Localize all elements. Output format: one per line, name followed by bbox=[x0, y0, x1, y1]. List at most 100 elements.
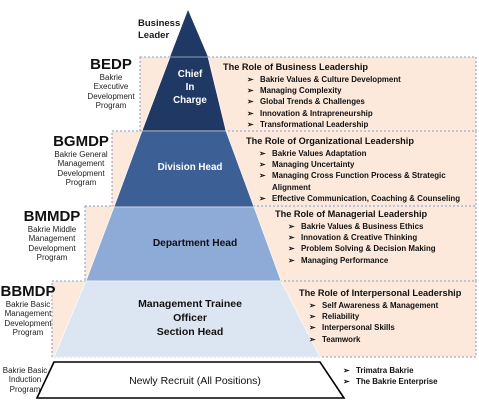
position-line: In bbox=[185, 82, 195, 93]
arrow-bullet-icon: ➢ bbox=[259, 160, 266, 170]
tier-apex bbox=[170, 10, 208, 57]
position-line: Newly Recruit (All Positions) bbox=[129, 375, 261, 387]
role-bgmdp: The Role of Organizational Leadership ➢B… bbox=[246, 136, 460, 204]
bullet-item: ➢Managing Performance bbox=[288, 255, 389, 265]
arrow-bullet-icon: ➢ bbox=[309, 323, 316, 333]
role-title-bmmdp: The Role of Managerial Leadership bbox=[275, 209, 428, 219]
apex-label-line-1: Business bbox=[138, 18, 181, 29]
position-line: Department Head bbox=[152, 238, 238, 249]
apex-label: Business Leader bbox=[138, 18, 190, 42]
position-induction: Newly Recruit (All Positions) bbox=[60, 375, 330, 388]
position-line: Section Head bbox=[156, 326, 224, 338]
desc-line: Development bbox=[87, 91, 135, 101]
bullet-item: ➢ Managing Cross Function Process & Strat… bbox=[259, 170, 460, 192]
role-title-bgmdp: The Role of Organizational Leadership bbox=[246, 136, 414, 146]
program-code-bedp: BEDP bbox=[90, 56, 132, 73]
arrow-bullet-icon: ➢ bbox=[309, 312, 316, 322]
program-desc-bedp: Bakrie Executive Development Program bbox=[78, 73, 144, 111]
desc-line: Bakrie Basic bbox=[5, 300, 51, 309]
bullet-item: ➢The Bakrie Enterprise bbox=[343, 377, 438, 387]
role-bedp: The Role of Business Leadership ➢Bakrie … bbox=[223, 62, 401, 130]
desc-line: Program bbox=[12, 328, 44, 338]
bullet-item: ➢Managing Uncertainty bbox=[259, 160, 355, 170]
role-bmmdp: The Role of Managerial Leadership ➢Bakri… bbox=[275, 209, 436, 266]
bullet-item: ➢Reliability bbox=[309, 312, 360, 322]
position-line: Charge bbox=[173, 95, 207, 106]
role-induction: ➢Trimatra Bakrie ➢The Bakrie Enterprise bbox=[343, 365, 438, 387]
arrow-bullet-icon: ➢ bbox=[343, 366, 350, 375]
program-desc-bbmdp: Bakrie Basic Management Development Prog… bbox=[0, 300, 58, 338]
tier-induction bbox=[35, 361, 346, 399]
desc-line: Development bbox=[4, 318, 52, 328]
bullet-item: ➢Bakrie Values Adaptation bbox=[259, 149, 367, 158]
desc-line: Bakrie Basic bbox=[2, 366, 48, 375]
bullet-line: Managing Cross Function Process & Strate… bbox=[272, 171, 446, 181]
position-line: Officer bbox=[173, 312, 207, 324]
arrow-bullet-icon: ➢ bbox=[288, 244, 295, 254]
desc-line: Induction bbox=[8, 375, 42, 385]
bullet-item: ➢Effective Communication, Coaching & Cou… bbox=[259, 193, 461, 203]
bullet-item: ➢Managing Complexity bbox=[247, 86, 342, 96]
program-code-bmmdp: BMMDP bbox=[23, 208, 81, 225]
desc-line: Development bbox=[28, 243, 76, 253]
bullet-item: ➢Innovation & Intrapreneurship bbox=[247, 108, 373, 118]
tier-bbmdp bbox=[53, 280, 321, 358]
program-desc-bgmdp: Bakrie General Management Development Pr… bbox=[46, 150, 116, 188]
desc-line: Management bbox=[57, 159, 105, 169]
arrow-bullet-icon: ➢ bbox=[259, 171, 266, 181]
program-desc-bmmdp: Bakrie Middle Management Development Pro… bbox=[16, 225, 88, 263]
arrow-bullet-icon: ➢ bbox=[309, 301, 316, 310]
arrow-bullet-icon: ➢ bbox=[309, 334, 316, 344]
desc-line: Bakrie General bbox=[54, 150, 108, 159]
desc-line: Executive bbox=[93, 82, 129, 92]
program-bedp: BEDP Bakrie Executive Development Progra… bbox=[78, 57, 144, 111]
arrow-bullet-icon: ➢ bbox=[247, 75, 254, 84]
role-bbmdp: The Role of Interpersonal Leadership ➢Se… bbox=[299, 288, 461, 345]
program-bgmdp: BGMDP Bakrie General Management Developm… bbox=[46, 134, 116, 188]
program-bbmdp: BBMDP Bakrie Basic Management Developmen… bbox=[0, 284, 58, 338]
program-desc-induction: Bakrie Basic Induction Program bbox=[0, 366, 50, 394]
bullet-item: ➢Global Trends & Challenges bbox=[247, 97, 365, 107]
program-code-bgmdp: BGMDP bbox=[53, 133, 109, 150]
desc-line: Management bbox=[4, 309, 52, 319]
desc-line: Program bbox=[95, 101, 127, 111]
bullet-item: ➢Teamwork bbox=[309, 334, 361, 344]
desc-line: Development bbox=[57, 168, 105, 178]
arrow-bullet-icon: ➢ bbox=[247, 108, 254, 118]
bullet-item: ➢Bakrie Values & Business Ethics bbox=[288, 222, 424, 231]
apex-label-line-2: Leader bbox=[138, 30, 170, 41]
role-bullets-bgmdp: ➢Bakrie Values Adaptation ➢Managing Unce… bbox=[259, 148, 460, 204]
bullet-item: ➢Bakrie Values & Culture Development bbox=[247, 75, 401, 84]
bullet-item: ➢Transformational Leadership bbox=[247, 119, 369, 129]
bullet-item: ➢Problem Solving & Decision Making bbox=[288, 244, 436, 254]
role-title-bbmdp: The Role of Interpersonal Leadership bbox=[299, 288, 462, 298]
arrow-bullet-icon: ➢ bbox=[259, 193, 266, 203]
multiline-bullet: Managing Cross Function Process & Strate… bbox=[272, 170, 460, 192]
role-title-bedp: The Role of Business Leadership bbox=[223, 62, 368, 72]
position-bbmdp: Management Trainee Officer Section Head bbox=[100, 297, 280, 339]
role-bullets-bmmdp: ➢Bakrie Values & Business Ethics ➢Innova… bbox=[288, 221, 436, 266]
bullet-item: ➢Innovation & Creative Thinking bbox=[288, 233, 418, 243]
role-bullets-induction: ➢Trimatra Bakrie ➢The Bakrie Enterprise bbox=[343, 365, 438, 387]
position-bedp: Chief In Charge bbox=[160, 68, 220, 107]
desc-line: Management bbox=[28, 234, 76, 244]
arrow-bullet-icon: ➢ bbox=[247, 86, 254, 96]
position-bmmdp: Department Head bbox=[120, 237, 270, 250]
arrow-bullet-icon: ➢ bbox=[247, 119, 254, 129]
bullet-item: ➢Interpersonal Skills bbox=[309, 323, 395, 333]
bullet-item: ➢Self Awareness & Management bbox=[309, 301, 439, 310]
bullet-item: ➢Trimatra Bakrie bbox=[343, 366, 414, 375]
arrow-bullet-icon: ➢ bbox=[288, 255, 295, 265]
arrow-bullet-icon: ➢ bbox=[259, 149, 266, 158]
role-bullets-bedp: ➢Bakrie Values & Culture Development ➢Ma… bbox=[247, 74, 401, 130]
desc-line: Program bbox=[36, 253, 68, 263]
arrow-bullet-icon: ➢ bbox=[288, 222, 295, 231]
arrow-bullet-icon: ➢ bbox=[343, 377, 350, 387]
bullet-line: Alignment bbox=[272, 182, 311, 192]
desc-line: Bakrie bbox=[99, 73, 123, 82]
arrow-bullet-icon: ➢ bbox=[288, 233, 295, 243]
arrow-bullet-icon: ➢ bbox=[247, 97, 254, 107]
role-bullets-bbmdp: ➢Self Awareness & Management ➢Reliabilit… bbox=[309, 300, 461, 345]
